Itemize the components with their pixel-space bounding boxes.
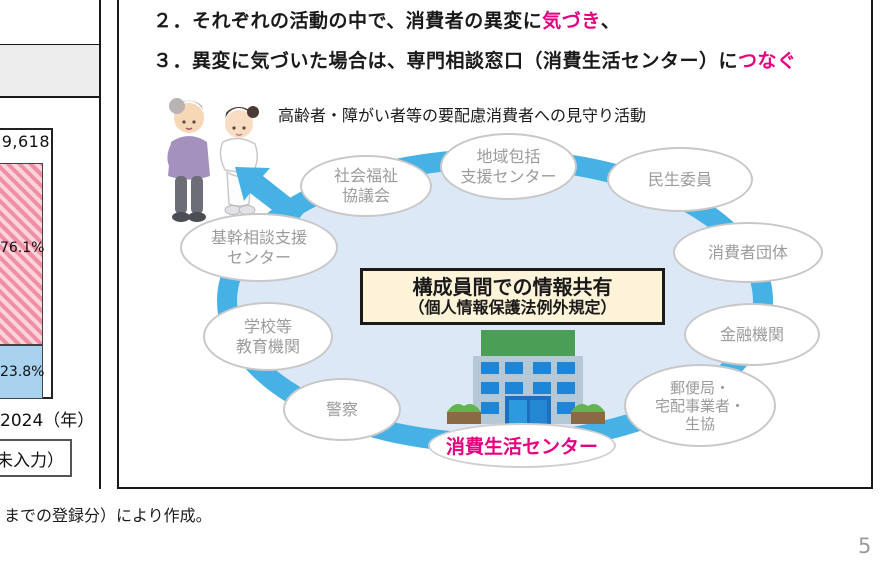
node-keisatsu: 警察	[283, 378, 401, 441]
line2-suffix: 、	[600, 10, 621, 32]
line2-mid: に	[522, 10, 543, 32]
footnote-text: までの登録分）により作成。	[4, 506, 212, 525]
node-chiiki-hokatsu: 地域包括 支援センター	[440, 133, 577, 200]
chart-total-label: 9,618	[1, 132, 50, 151]
building-icon	[447, 330, 605, 424]
diagram-caption: 高齢者・障がい者等の要配慮消費者への見守り活動	[278, 106, 647, 125]
node-minsei-iin: 民生委員	[607, 147, 753, 212]
chart-bar-blue	[0, 345, 43, 399]
line2-prefix: ２．それぞれの活動の中で、消費者の	[153, 10, 484, 32]
node-shohisha-dantai: 消費者団体	[673, 222, 823, 283]
line2-highlight: 気づき	[542, 10, 601, 32]
info-sharing-title: 構成員間での情報共有	[412, 274, 613, 299]
left-gray-band	[0, 44, 99, 98]
page-number: 5	[858, 534, 872, 558]
line3-bold: （消費生活センター）に	[523, 50, 739, 72]
node-yubin: 郵便局・ 宅配事業者・ 生協	[624, 364, 776, 447]
bullet-line-3: ３．異変に気づいた場合は、専門相談窓口（消費生活センター）につなぐ	[153, 46, 797, 73]
node-kinyu-kikan: 金融機関	[684, 303, 820, 366]
main-slide-panel: ２．それぞれの活動の中で、消費者の異変に気づき、 ３．異変に気づいた場合は、専門…	[117, 0, 873, 489]
left-slide-fragment: 9,618 76.1% 23.8% 2024（年） 未入力）	[0, 0, 101, 489]
chart-pct-pink: 76.1%	[0, 240, 45, 256]
node-shohi-seikatsu-center: 消費生活センター	[428, 423, 616, 468]
ring-out-arrow-icon	[235, 167, 306, 226]
chart-bar-pink	[0, 163, 43, 345]
line2-bold: 異変	[483, 10, 523, 32]
bullet-line-2: ２．それぞれの活動の中で、消費者の異変に気づき、	[153, 6, 620, 33]
node-kikan-sodan: 基幹相談支援 センター	[180, 213, 338, 282]
info-sharing-subtitle: （個人情報保護法例外規定）	[408, 297, 617, 317]
chart-x-tick: 2024（年）	[0, 411, 95, 431]
info-sharing-box: 構成員間での情報共有 （個人情報保護法例外規定）	[360, 268, 665, 325]
line3-highlight: つなぐ	[738, 50, 797, 72]
chart-legend-box: 未入力）	[0, 439, 72, 477]
node-gakko: 学校等 教育機関	[203, 302, 333, 371]
chart-pct-blue: 23.8%	[0, 364, 45, 380]
chart-legend-label: 未入力）	[0, 450, 64, 471]
node-shakai-fukushi: 社会福祉 協議会	[300, 155, 432, 217]
line3-prefix: ３．異変に気づいた場合は、専門相談窓口	[153, 50, 524, 72]
